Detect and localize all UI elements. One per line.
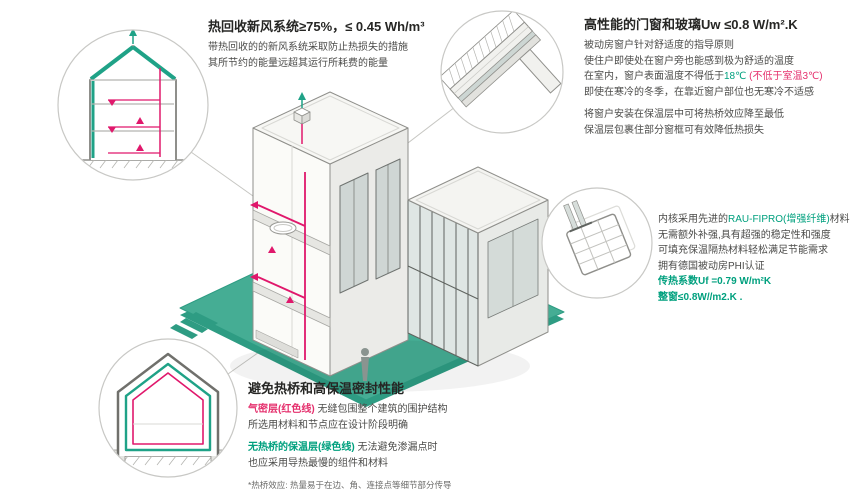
section-heat-recovery: 热回收新风系统≥75%，≤ 0.45 Wh/m³ 带热回收的的新风系统采取防止热… (208, 16, 498, 71)
house-isometric-illustration (250, 91, 549, 381)
airtight-red-line (132, 372, 204, 445)
windows-p2-line2: 保温层包裹住部分窗框可有效降低热损失 (584, 124, 764, 136)
windows-p2-line1: 将窗户安装在保温层中可将热桥效应降至最低 (584, 109, 784, 120)
windows-p1-line2: 使住户即使处在窗户旁也能感到极为舒适的温度 (584, 55, 794, 67)
thermal-line1-text: 无缝包围整个建筑的围护结构 (314, 404, 448, 415)
thermal-line3: 无热桥的保温层(绿色线) 无法避免渗漏点时 (248, 440, 598, 456)
roof-vent (293, 92, 311, 144)
windows-p1-line1: 被动房窗户针对舒适度的指导原则 (584, 40, 734, 51)
ventilation-ducts (257, 172, 306, 360)
window-detail-callout (440, 10, 564, 134)
thermal-line3-text: 无法避免渗漏点时 (354, 442, 438, 453)
section-thermal: 避免热桥和高保温密封性能 气密层(红色线) 无缝包围整个建筑的围护结构 所选用材… (248, 378, 598, 492)
thermal-envelope-callout (98, 338, 238, 478)
windows-p1-line3: 在室内，窗户表面温度不得低于18℃ (不低于室温3℃) (584, 69, 862, 85)
person-figure (361, 348, 369, 381)
ventilation-callout (57, 29, 209, 181)
heat-recovery-title: 热回收新风系统≥75%，≤ 0.45 Wh/m³ (208, 19, 425, 34)
heat-recovery-body-1: 带热回收的的新风系统采取防止热损失的措施 (208, 42, 408, 53)
insulation-layer-label: 无热桥的保温层(绿色线) (248, 442, 355, 453)
heat-recovery-body-2: 其所节约的能量远超其运行所耗费的能量 (208, 57, 388, 69)
windows-temp-note: (不低于室温3℃) (746, 71, 823, 82)
bathtub (269, 221, 297, 235)
profile-line2: 无需额外补强,具有超强的稳定性和强度 (658, 229, 831, 241)
profile-line1-pre: 内核采用先进的 (658, 214, 728, 225)
airtight-layer-label: 气密层(红色线) (248, 404, 315, 415)
thermal-line1: 气密层(红色线) 无缝包围整个建筑的围护结构 (248, 402, 598, 418)
thermal-footnote: *热桥效应: 热量易于在边、角、连接点等细节部分传导 (248, 480, 452, 490)
insulation-green-line (124, 362, 212, 452)
profile-line4: 拥有德国被动房PHI认证 (658, 260, 765, 272)
window-profile-callout (541, 187, 653, 299)
section-profile: 内核采用先进的RAU-FIPRO(增强纤维)材料 无需额外补强,具有超强的稳定性… (658, 212, 864, 305)
windows-title: 高性能的门窗和玻璃Uw ≤0.8 W/m².K (584, 17, 798, 32)
profile-line1-post: 材料 (829, 214, 850, 225)
thermal-title: 避免热桥和高保温密封性能 (248, 381, 405, 396)
profile-material-name: RAU-FIPRO(增强纤维) (728, 214, 830, 225)
thermal-line2: 所选用材料和节点应在设计阶段明确 (248, 419, 408, 431)
windows-p1-line3-text: 在室内，窗户表面温度不得低于 (584, 71, 724, 82)
profile-uw-value: 整窗≤0.8W//m2.K . (658, 291, 743, 303)
section-windows: 高性能的门窗和玻璃Uw ≤0.8 W/m².K 被动房窗户针对舒适度的指导原则 … (584, 14, 862, 138)
windows-temp-value: 18℃ (724, 71, 747, 82)
thermal-line4: 也应采用导热最慢的组件和材料 (248, 457, 388, 469)
profile-line3: 可填充保温隔热材料轻松满足节能需求 (658, 245, 828, 256)
profile-line1: 内核采用先进的RAU-FIPRO(增强纤维)材料 (658, 212, 864, 228)
profile-uf-value: 传热系数Uf =0.79 W/m²K (658, 276, 772, 287)
windows-p1-line4: 即使在寒冷的冬季，在靠近窗户部位也无寒冷不适感 (584, 86, 814, 98)
